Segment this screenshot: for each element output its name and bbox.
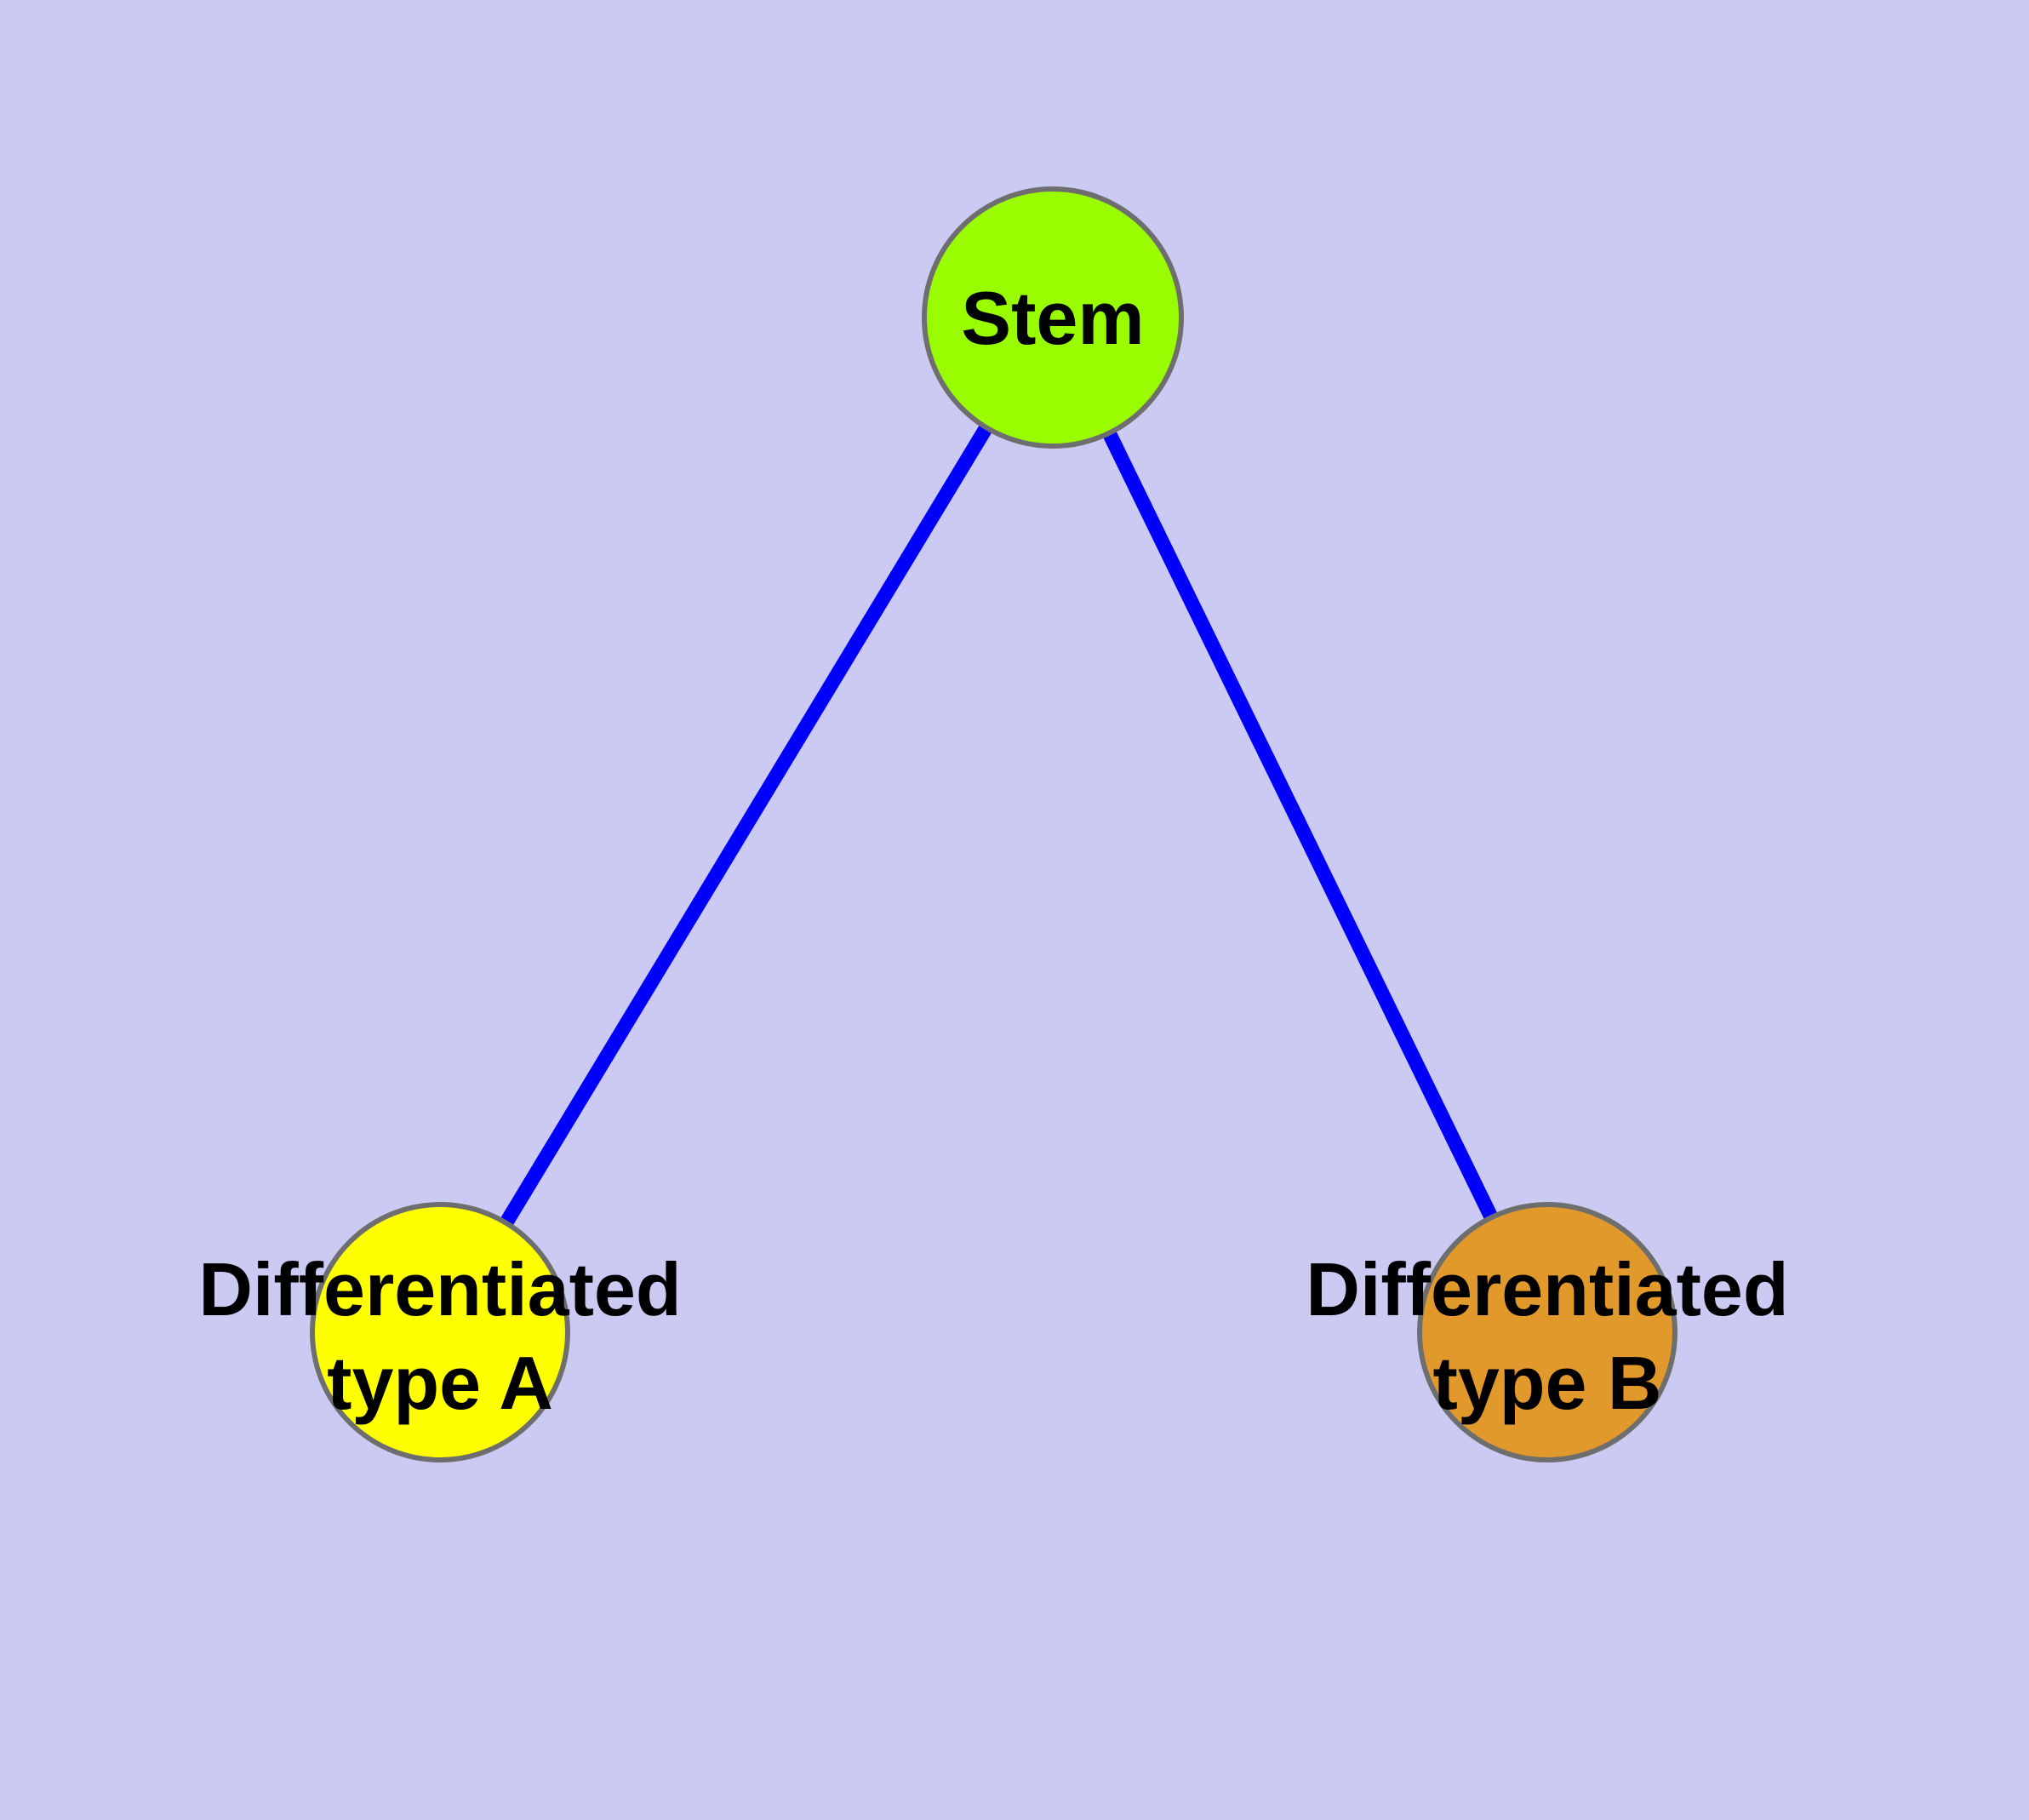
node-stem-label: Stem bbox=[961, 276, 1144, 360]
node-differentiated-a bbox=[310, 1202, 570, 1462]
node-stem bbox=[922, 186, 1184, 449]
node-differentiated-b-label-line2: type B bbox=[1433, 1341, 1662, 1425]
edge-stem-to-differentiated-b bbox=[1046, 314, 1554, 1336]
node-differentiated-a-label-line2: type A bbox=[327, 1341, 553, 1425]
node-differentiated-a-label-line1: Differentiated bbox=[198, 1247, 681, 1331]
node-differentiated-b bbox=[1417, 1202, 1677, 1462]
node-differentiated-b-label-line1: Differentiated bbox=[1306, 1247, 1788, 1331]
edge-stem-to-differentiated-a bbox=[433, 313, 1060, 1336]
